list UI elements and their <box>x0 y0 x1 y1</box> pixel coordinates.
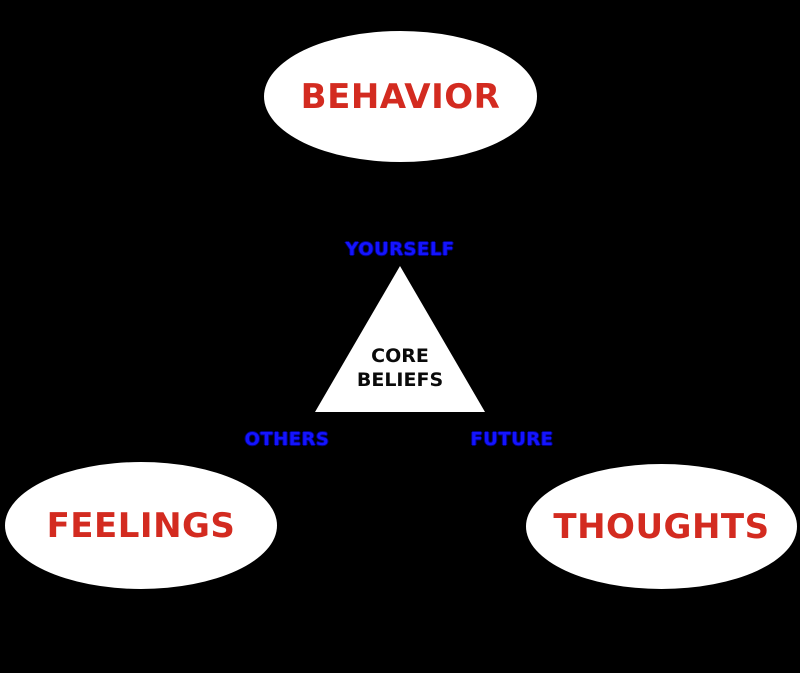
behavior-ellipse: BEHAVIOR <box>264 31 537 162</box>
label-future: FUTURE <box>470 429 554 450</box>
label-others: OTHERS <box>244 429 330 450</box>
feelings-ellipse: FEELINGS <box>5 462 277 589</box>
feelings-label: FEELINGS <box>46 505 236 546</box>
core-beliefs-line2: BELIEFS <box>356 369 444 391</box>
thoughts-ellipse: THOUGHTS <box>526 464 797 589</box>
label-yourself: YOURSELF <box>345 239 455 260</box>
triangle-shape <box>315 266 485 412</box>
core-beliefs-triangle <box>315 266 485 412</box>
behavior-label: BEHAVIOR <box>300 76 501 117</box>
core-beliefs-label: CORE BELIEFS <box>320 344 480 392</box>
thoughts-label: THOUGHTS <box>553 506 770 547</box>
core-beliefs-line1: CORE <box>371 345 429 367</box>
